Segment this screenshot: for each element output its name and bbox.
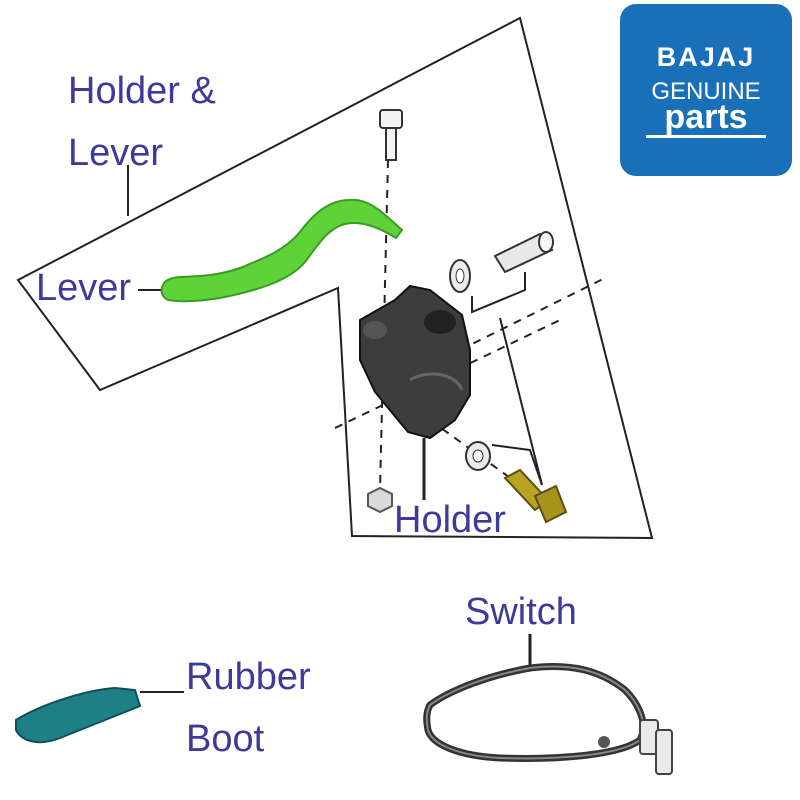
nut-part (367, 486, 393, 514)
washer-upper (449, 259, 471, 293)
label-holder: Holder (394, 499, 506, 541)
pin-part (493, 231, 554, 274)
rubber-boot-part (15, 686, 142, 744)
bolt-part (503, 468, 568, 524)
label-switch: Switch (465, 591, 577, 633)
logo-underline (646, 135, 766, 138)
axis-dash-upper (459, 277, 606, 351)
label-lever: Lever (36, 267, 132, 309)
holder-part (359, 284, 471, 440)
lever-part (160, 198, 404, 303)
washer-lower (465, 441, 491, 471)
label-holder-lever: Holder & Lever (68, 70, 216, 174)
bajaj-genuine-parts-logo: BAJAJ GENUINE parts (620, 4, 792, 176)
label-rubber-boot: Rubber Boot (186, 656, 311, 760)
bracket-link (499, 317, 543, 486)
logo-parts-text: parts (664, 98, 748, 136)
logo-genuine-text: GENUINE (651, 78, 761, 105)
bracket-upper (471, 272, 526, 314)
group-outline (16, 16, 654, 540)
logo-brand-text: BAJAJ (656, 42, 756, 72)
bracket-lower (491, 444, 543, 486)
axis-dash-bolt (429, 419, 521, 486)
switch-part (423, 662, 673, 775)
screw-top (379, 109, 403, 161)
